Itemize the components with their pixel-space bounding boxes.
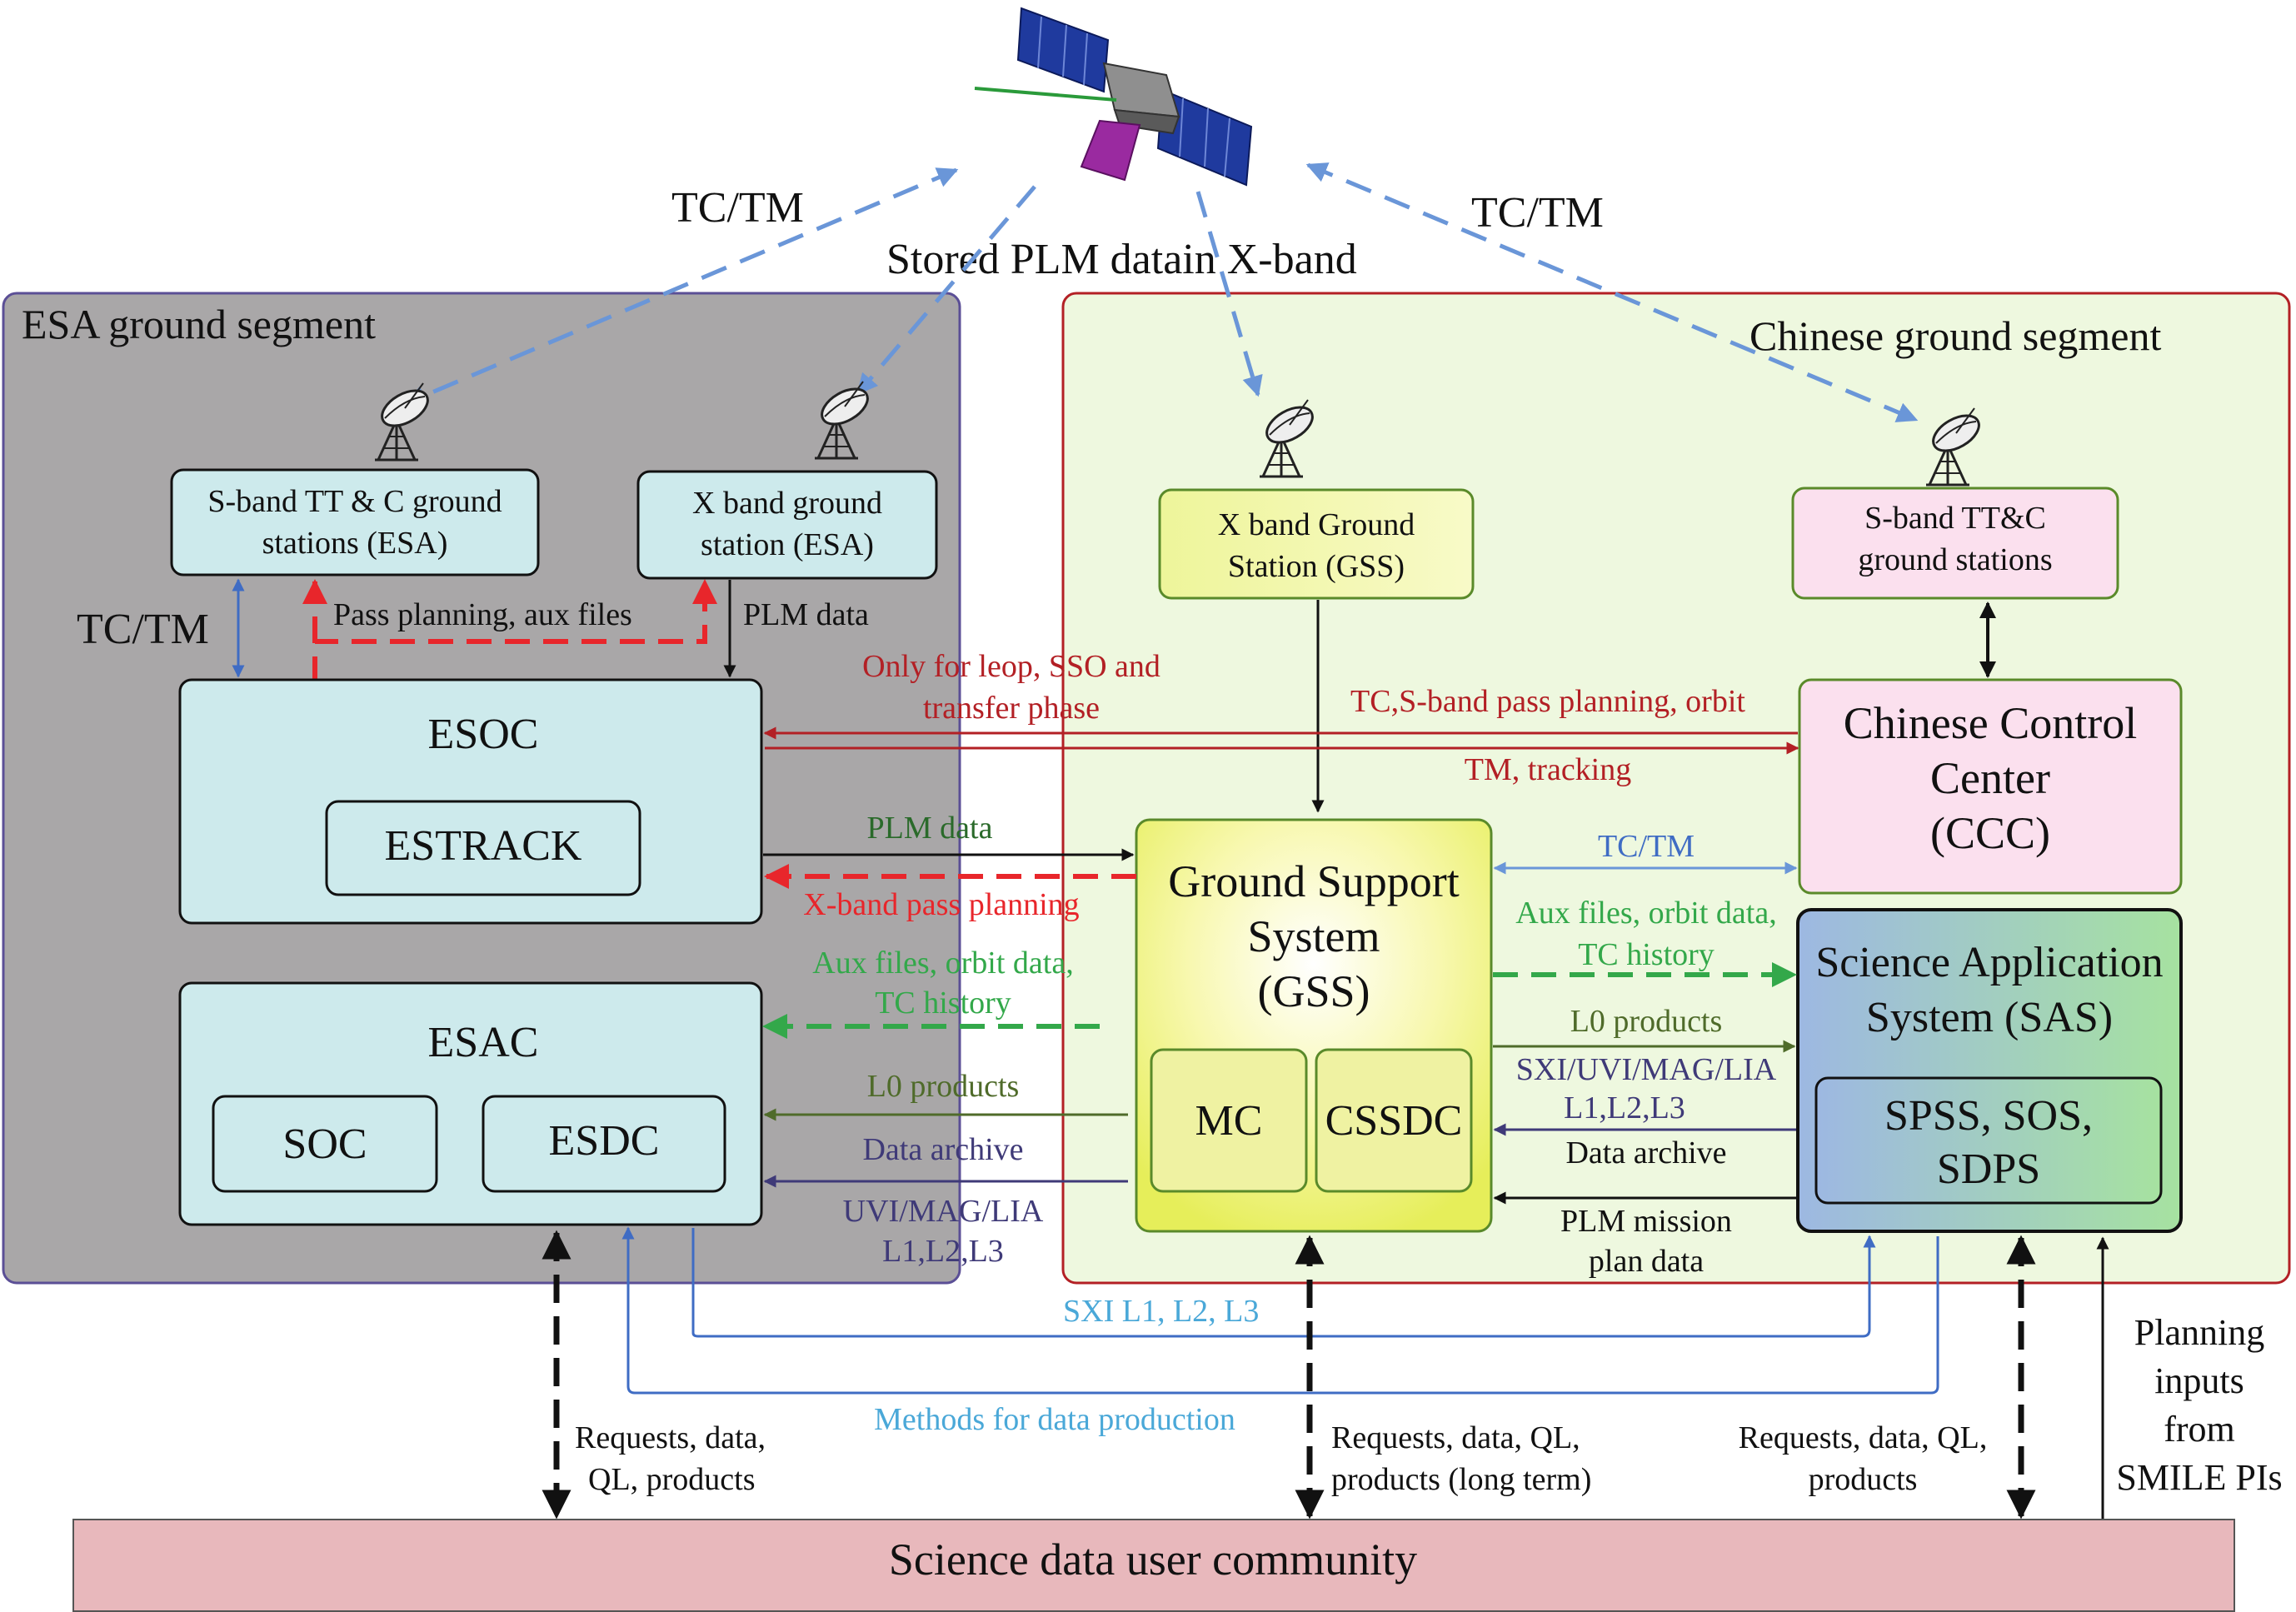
aux-right-line2: TC history: [1578, 937, 1715, 972]
community-label: Science data user community: [889, 1535, 1417, 1585]
china-sband-line1: S-band TT&C: [1864, 501, 2046, 536]
sas-subsystems-box: [1814, 1076, 2163, 1205]
esac-title: ESAC: [428, 1019, 539, 1066]
tc-sband-label: TC,S-band pass planning, orbit: [1350, 684, 1745, 719]
sat-link-esa-xband: [856, 185, 1036, 395]
ccc-line3: (CCC): [1930, 808, 2050, 858]
req-esac-line2: QL, products: [588, 1462, 756, 1497]
esoc-title: ESOC: [428, 711, 539, 758]
ccc-box: [1798, 678, 2183, 895]
tm-tracking-label: TM, tracking: [1465, 752, 1632, 787]
ccc-line2: Center: [1930, 753, 2050, 803]
sas-sub-line1: SPSS, SOS,: [1884, 1092, 2093, 1140]
esdc-label: ESDC: [549, 1117, 660, 1165]
methods-label: Methods for data production: [874, 1402, 1235, 1437]
uvi-line2: L1,L2,L3: [882, 1234, 1004, 1269]
sxi-line1: SXI/UVI/MAG/LIA: [1516, 1052, 1777, 1087]
gss-ccc-tc-tm-label: TC/TM: [1598, 829, 1695, 864]
chinese-segment-title: Chinese ground segment: [1749, 312, 2161, 359]
stored-plm-label: Stored PLM datain X-band: [886, 236, 1357, 283]
aux-left-line2: TC history: [875, 986, 1011, 1021]
gss-line1: Ground Support: [1168, 856, 1460, 906]
req-sas-line1: Requests, data, QL,: [1739, 1420, 1988, 1455]
esa-xband-line1: X band ground: [692, 486, 882, 521]
tc-tm-left-label: TC/TM: [671, 184, 804, 232]
req-gss-line1: Requests, data, QL,: [1331, 1420, 1580, 1455]
sxi-line2: L1,L2,L3: [1564, 1090, 1685, 1125]
req-sas-line2: products: [1809, 1462, 1918, 1497]
data-archive-right-label: Data archive: [1565, 1135, 1726, 1170]
aux-right-line1: Aux files, orbit data,: [1515, 896, 1776, 931]
sas-line1: Science Application: [1815, 939, 2163, 986]
planning-line1: Planning: [2134, 1312, 2264, 1353]
planning-line4: SMILE PIs: [2116, 1457, 2282, 1498]
soc-label: SOC: [282, 1120, 367, 1168]
sxi-l-arrow: [691, 1228, 1876, 1338]
tc-tm-right-label: TC/TM: [1471, 189, 1604, 237]
mc-box: [1150, 1048, 1308, 1193]
esa-tc-tm-label: TC/TM: [77, 606, 209, 653]
planning-line2: inputs: [2154, 1360, 2244, 1401]
req-esac-line1: Requests, data,: [575, 1420, 766, 1455]
ccc-line1: Chinese Control: [1844, 698, 2137, 748]
gss-line3: (GSS): [1257, 966, 1370, 1016]
gss-line2: System: [1247, 911, 1380, 961]
methods-arrow: [621, 1226, 1939, 1395]
estrack-box: [325, 800, 641, 896]
aux-left-line1: Aux files, orbit data,: [812, 946, 1073, 981]
china-sband-stations-box: [1791, 487, 2119, 600]
plm-mission-line2: plan data: [1589, 1244, 1704, 1279]
sat-link-china-xband: [1195, 191, 1263, 397]
esa-segment-title: ESA ground segment: [22, 301, 376, 347]
mc-label: MC: [1195, 1097, 1263, 1145]
l0-right-label: L0 products: [1570, 1004, 1723, 1039]
sat-link-esa-sband: [404, 167, 959, 406]
esa-sband-station: [170, 468, 540, 576]
soc-box: [212, 1095, 438, 1193]
pass-planning-label: Pass planning, aux files: [333, 597, 632, 632]
community-bar: [72, 1519, 2235, 1612]
cssdc-box: [1315, 1048, 1473, 1193]
esdc-box: [482, 1095, 726, 1193]
esa-plm-data-label: PLM data: [743, 597, 869, 632]
esa-sband-line1: S-band TT & C ground: [207, 484, 502, 519]
sas-sub-line2: SDPS: [1937, 1145, 2040, 1193]
esa-xband-line2: station (ESA): [701, 527, 874, 562]
pass-planning-arrow: [312, 579, 717, 681]
china-xband-line1: X band Ground: [1218, 507, 1415, 542]
only-leop-line1: Only for leop, SSO and: [862, 649, 1160, 684]
esa-xband-station: [636, 470, 938, 580]
xband-pass-label: X-band pass planning: [803, 887, 1079, 922]
sat-link-china-sband: [1305, 162, 1919, 422]
satellite-icon: [974, 7, 1253, 187]
esa-sband-line2: stations (ESA): [262, 526, 448, 561]
cssdc-label: CSSDC: [1325, 1097, 1463, 1145]
planning-line3: from: [2164, 1409, 2235, 1450]
china-xband-line2: Station (GSS): [1228, 549, 1405, 584]
plm-mission-line1: PLM mission: [1560, 1204, 1732, 1239]
plm-data-label: PLM data: [867, 811, 993, 846]
uvi-line1: UVI/MAG/LIA: [843, 1194, 1044, 1229]
req-gss-line2: products (long term): [1331, 1462, 1591, 1497]
sxi-l-label: SXI L1, L2, L3: [1063, 1294, 1259, 1329]
data-archive-left-label: Data archive: [862, 1132, 1023, 1167]
only-leop-line2: transfer phase: [923, 691, 1100, 726]
l0-left-label: L0 products: [867, 1069, 1020, 1104]
estrack-label: ESTRACK: [385, 822, 582, 870]
china-sband-line2: ground stations: [1858, 542, 2052, 577]
china-xband-gss-box: [1158, 488, 1475, 600]
sas-line2: System (SAS): [1866, 994, 2113, 1041]
